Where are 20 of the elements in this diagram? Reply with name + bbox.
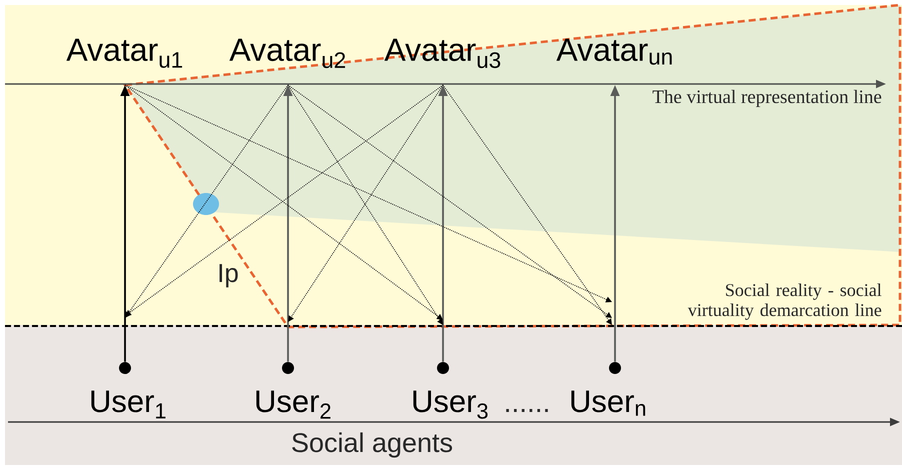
dotted-arrow	[288, 84, 612, 318]
dotted-arrow	[442, 84, 612, 325]
user-label: User$_{1}$	[91, 390, 166, 418]
user-dot	[437, 362, 449, 374]
avatar-label: Avatar$_{un}$	[556, 38, 672, 65]
avatar-label: Avatar$_{u3}$	[384, 38, 500, 68]
dotted-arrow	[124, 84, 612, 302]
axis-label: Social agents	[292, 432, 452, 458]
dotted-arrow	[125, 84, 288, 318]
user-dot	[119, 362, 131, 374]
line-label: The virtual representation line	[652, 90, 882, 108]
user-dot	[609, 362, 621, 374]
user-dot	[282, 362, 294, 374]
user-label: User$_{2}$	[256, 390, 330, 419]
line-label: Social reality - social virtuality demarcation line	[688, 283, 882, 320]
ellipsis: ......	[506, 409, 548, 412]
user-label: User$_{3}$	[413, 390, 488, 419]
avatar-label: Avatar$_{u1}$	[66, 38, 182, 68]
user-label: User$_{n}$	[571, 390, 646, 416]
region-label: Ip	[220, 264, 238, 288]
